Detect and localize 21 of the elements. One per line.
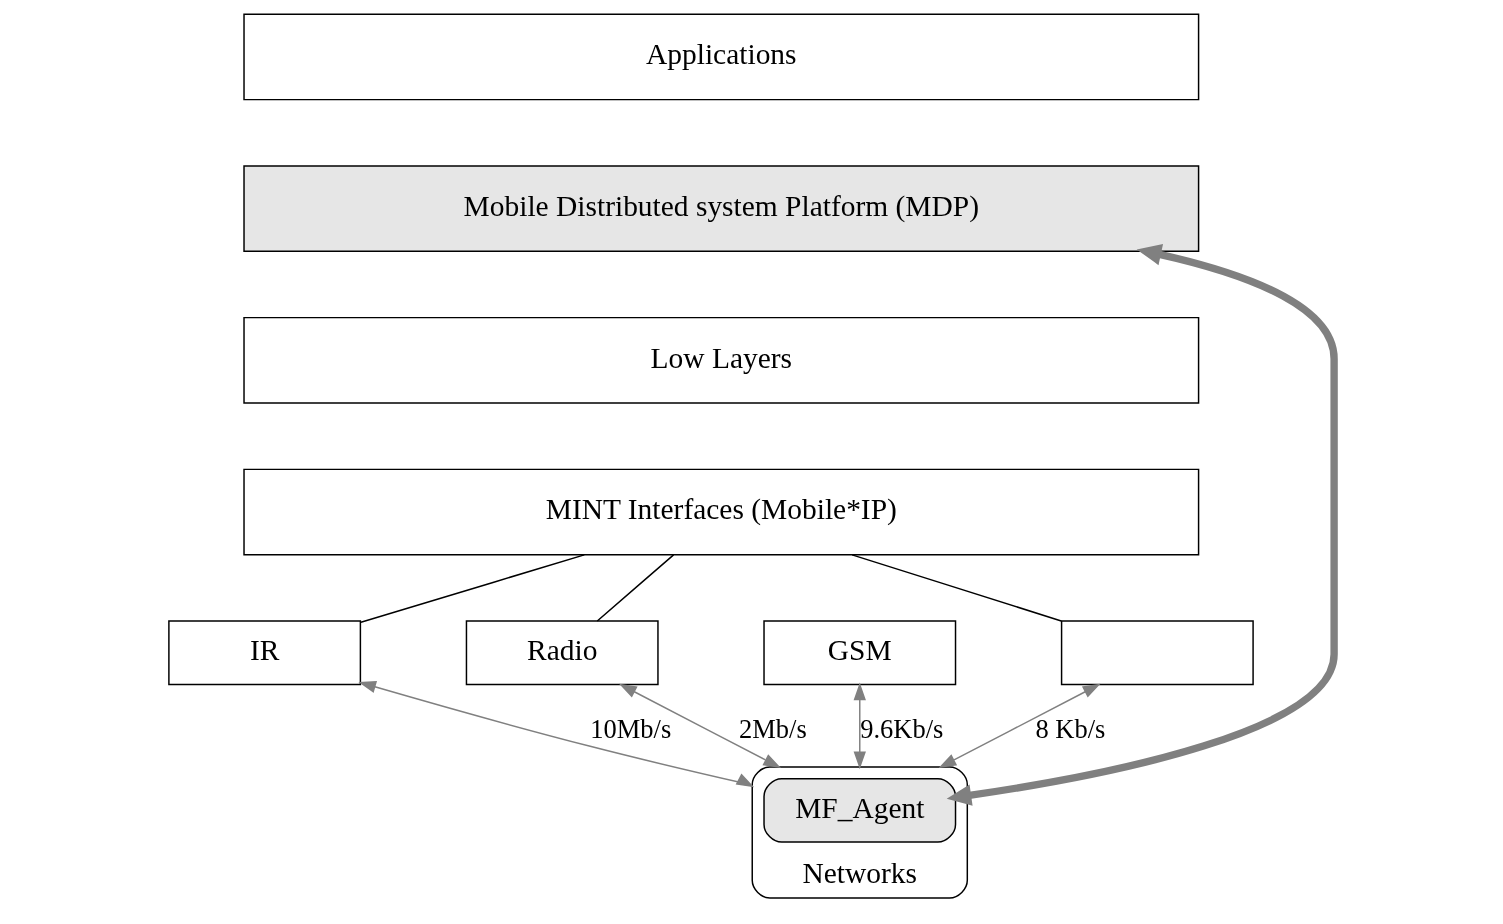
connector	[360, 554, 586, 623]
node-box: IR	[168, 620, 362, 686]
node-box: Mobile Distributed system Platform (MDP)	[243, 165, 1200, 253]
arrow	[938, 683, 1101, 768]
arrow	[853, 682, 866, 770]
node-box: GSM	[763, 620, 957, 686]
connector	[596, 554, 675, 622]
connector	[851, 554, 1062, 622]
edge-label: 9.6Kb/s	[860, 714, 944, 745]
edge-label: 10Mb/s	[590, 714, 672, 745]
node-box: Applications	[243, 13, 1200, 101]
arrow	[946, 244, 1338, 806]
edge-label: 2Mb/s	[738, 714, 807, 745]
edge-label: 8 Kb/s	[1035, 714, 1106, 745]
arrow	[619, 683, 781, 768]
node-box: Low Layers	[243, 316, 1200, 404]
node-box: MF_Agent	[763, 777, 957, 843]
node-box: MINT Interfaces (Mobile*IP)	[243, 468, 1200, 556]
arrow	[358, 681, 755, 788]
node-box: Radio	[465, 620, 659, 686]
node-box	[1060, 620, 1254, 686]
